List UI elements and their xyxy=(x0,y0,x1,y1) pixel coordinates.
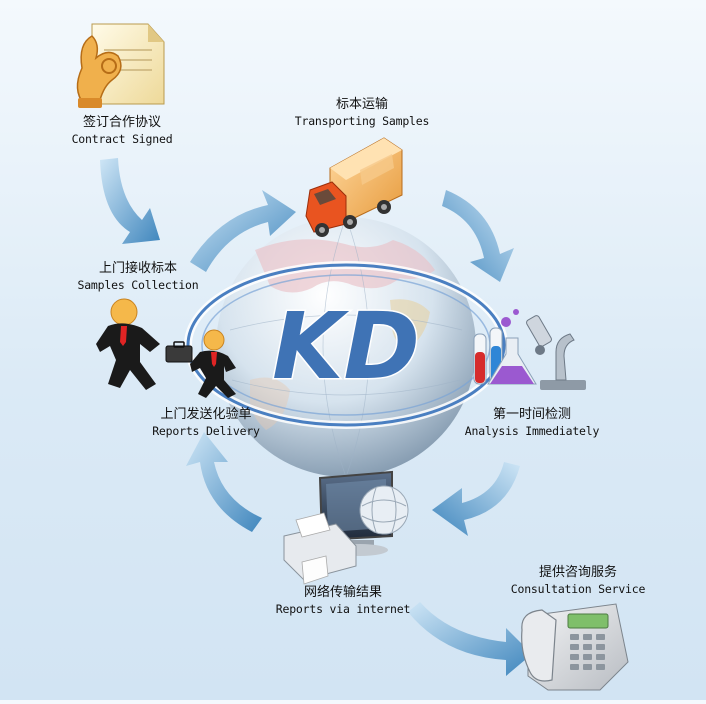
step-label-contract: 签订合作协议 Contract Signed xyxy=(62,114,182,148)
step-label-en: Reports via internet xyxy=(275,602,411,616)
step-label-zh: 提供咨询服务 xyxy=(538,565,617,580)
step-label-zh: 网络传输结果 xyxy=(303,585,382,600)
step-label-en: Analysis Immediately xyxy=(464,424,600,438)
step-label-zh: 上门发送化验单 xyxy=(160,407,252,422)
arrow-analysis-to-internet xyxy=(432,462,520,536)
lab-microscope-icon xyxy=(473,309,586,390)
arrow-collection-to-transport xyxy=(190,190,296,272)
delivery-truck-icon xyxy=(305,137,403,237)
arrow-contract-to-collection xyxy=(100,158,160,244)
ok-hand-contract-icon xyxy=(76,23,165,108)
step-label-en: Transporting Samples xyxy=(294,114,430,128)
step-label-zh: 签订合作协议 xyxy=(82,115,161,130)
step-label-zh: 标本运输 xyxy=(335,97,388,112)
computer-printer-icon xyxy=(283,470,409,585)
step-label-collection: 上门接收标本 Samples Collection xyxy=(72,260,204,294)
step-label-zh: 上门接收标本 xyxy=(98,261,177,276)
arrow-internet-to-delivery xyxy=(186,432,262,532)
step-label-analysis: 第一时间检测 Analysis Immediately xyxy=(460,406,604,440)
flow-arrows xyxy=(100,158,532,676)
step-label-en: Reports Delivery xyxy=(152,424,260,438)
arrow-internet-to-consult xyxy=(408,602,532,676)
step-label-delivery: 上门发送化验单 Reports Delivery xyxy=(144,406,268,440)
step-label-transport: 标本运输 Transporting Samples xyxy=(292,96,432,130)
telephone-icon xyxy=(521,603,629,691)
step-label-zh: 第一时间检测 xyxy=(492,407,571,422)
company-logo: KD xyxy=(272,293,420,400)
businessmen-running-icon xyxy=(96,298,236,398)
step-label-en: Samples Collection xyxy=(77,278,199,292)
step-label-consult: 提供咨询服务 Consultation Service xyxy=(504,564,652,598)
step-label-en: Contract Signed xyxy=(71,132,173,146)
arrow-transport-to-analysis xyxy=(442,190,514,282)
step-label-internet: 网络传输结果 Reports via internet xyxy=(270,584,416,618)
step-label-en: Consultation Service xyxy=(510,582,646,596)
